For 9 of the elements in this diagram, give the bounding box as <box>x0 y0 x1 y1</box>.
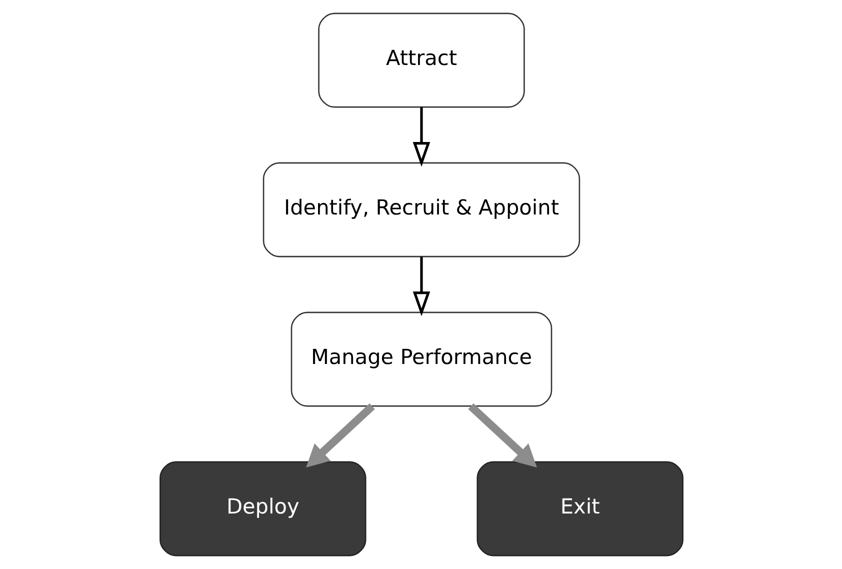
arrow <box>412 256 430 316</box>
arrow <box>468 403 536 468</box>
arrow <box>412 107 430 167</box>
node-box: Exit <box>476 461 683 556</box>
node-box: Manage Performance <box>290 312 552 407</box>
node-box: Deploy <box>159 461 366 556</box>
node-box: Attract <box>318 12 524 108</box>
node-box: Identify, Recruit & Appoint <box>262 162 580 258</box>
arrow <box>306 403 374 468</box>
